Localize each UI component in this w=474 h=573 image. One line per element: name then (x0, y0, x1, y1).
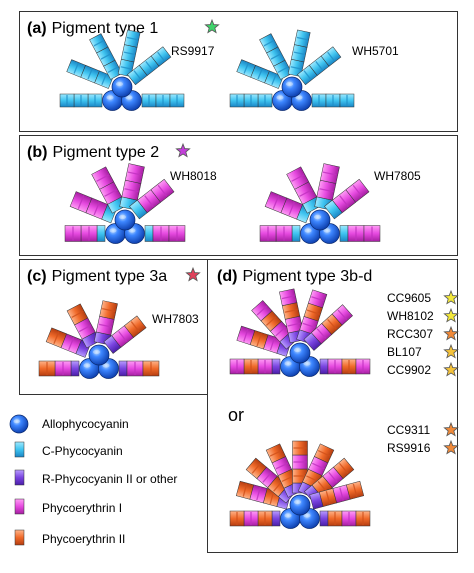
strain-cc9902-star-icon (443, 361, 459, 377)
right-basal-rod (141, 93, 185, 108)
pigment-type-1-star-icon (204, 18, 220, 34)
pbs-3b-d-group1 (229, 288, 371, 377)
left-basal-rod (38, 360, 80, 377)
left-basal-rod (259, 225, 301, 242)
panel-d-title: (d)Pigment type 3b-d (217, 268, 372, 285)
strain-bl107-star-icon (443, 343, 459, 359)
right-basal-rod (118, 360, 160, 377)
radial-rod (89, 33, 123, 80)
left-basal-rod (229, 358, 281, 375)
strain-rs9916-star-icon (443, 439, 459, 455)
right-basal-rod (144, 225, 186, 242)
pbs-wh8018 (64, 163, 186, 244)
left-basal-rod (64, 225, 106, 242)
panel-b-title: (b)Pigment type 2 (27, 144, 159, 161)
radial-rod (297, 46, 342, 86)
pbs-wh7803 (38, 300, 160, 379)
strain-label-cc9311: CC9311 (387, 423, 430, 437)
right-basal-rod (339, 225, 381, 242)
radial-rod (93, 300, 118, 346)
pbs-rs9917 (59, 29, 185, 111)
left-basal-rod (229, 93, 273, 108)
radial-rod (91, 166, 127, 214)
r-phycocyanin-legend-icon (14, 469, 25, 486)
panel-a-frame (19, 11, 458, 132)
phycoerythrin-ii-legend-icon (14, 529, 25, 546)
radial-rod (259, 33, 293, 80)
strain-cc9311-star-icon (443, 421, 459, 437)
strain-label-rs9917: RS9917 (171, 44, 215, 58)
strain-label-wh7805: WH7805 (374, 169, 421, 183)
radial-rod (309, 480, 365, 510)
radial-rod (279, 288, 306, 344)
or-label: or (228, 405, 244, 425)
allophycocyanin-core-disc (114, 209, 136, 231)
right-basal-rod (311, 93, 355, 108)
panel-d-frame (207, 259, 458, 553)
strain-label-cc9902: CC9902 (387, 363, 431, 377)
strain-label-wh7803: WH7803 (152, 312, 199, 326)
radial-rod (236, 325, 292, 357)
radial-rod (127, 46, 172, 86)
strain-label-wh8102: WH8102 (387, 309, 434, 323)
allophycocyanin-core-disc (281, 76, 303, 98)
allophycocyanin-legend-icon (9, 414, 29, 434)
radial-rod (66, 303, 101, 349)
strain-label-bl107: BL107 (387, 345, 422, 359)
radial-rod (129, 178, 175, 220)
strain-label-wh8018: WH8018 (170, 169, 217, 183)
legend-label-phycoerythrin-i: Phycoerythrin I (42, 501, 122, 515)
left-basal-rod (59, 93, 103, 108)
panel-c-title: (c)Pigment type 3a (27, 268, 167, 285)
strain-wh8102-star-icon (443, 307, 459, 323)
phycoerythrin-i-legend-icon (14, 498, 25, 515)
strain-label-rs9916: RS9916 (387, 441, 431, 455)
allophycocyanin-core-disc (111, 76, 133, 98)
panel-b-frame (19, 135, 458, 256)
strain-label-cc9605: CC9605 (387, 291, 431, 305)
legend-label-c-phycocyanin: C-Phycocyanin (42, 444, 123, 458)
radial-rod (103, 315, 147, 354)
pbs-wh5701 (229, 29, 355, 111)
c-phycocyanin-legend-icon (14, 441, 25, 458)
radial-rod (117, 29, 141, 77)
radial-rod (236, 59, 284, 89)
pbs-wh7805 (259, 163, 381, 244)
allophycocyanin-core-disc (289, 342, 311, 364)
pigment-type-3a-star-icon (185, 266, 201, 282)
legend-label-allophycocyanin: Allophycocyanin (42, 417, 129, 431)
strain-label-rcc307: RCC307 (387, 327, 433, 341)
allophycocyanin-core-disc (88, 344, 110, 366)
strain-label-wh5701: WH5701 (352, 44, 399, 58)
pigment-type-2-star-icon (175, 142, 191, 158)
allophycocyanin-core-disc (289, 494, 311, 516)
radial-rod (303, 304, 353, 351)
radial-rod (66, 59, 114, 89)
allophycocyanin-core-disc (309, 209, 331, 231)
radial-rod (324, 178, 370, 220)
strain-rcc307-star-icon (443, 325, 459, 341)
strain-cc9605-star-icon (443, 289, 459, 305)
legend-label-phycoerythrin-ii: Phycoerythrin II (42, 532, 125, 546)
pbs-3b-d-group2 (229, 440, 371, 529)
legend-label-r-phycocyanin: R-Phycocyanin II or other (42, 472, 177, 486)
left-basal-rod (229, 510, 281, 527)
right-basal-rod (319, 510, 371, 527)
right-basal-rod (319, 358, 371, 375)
radial-rod (296, 289, 328, 345)
